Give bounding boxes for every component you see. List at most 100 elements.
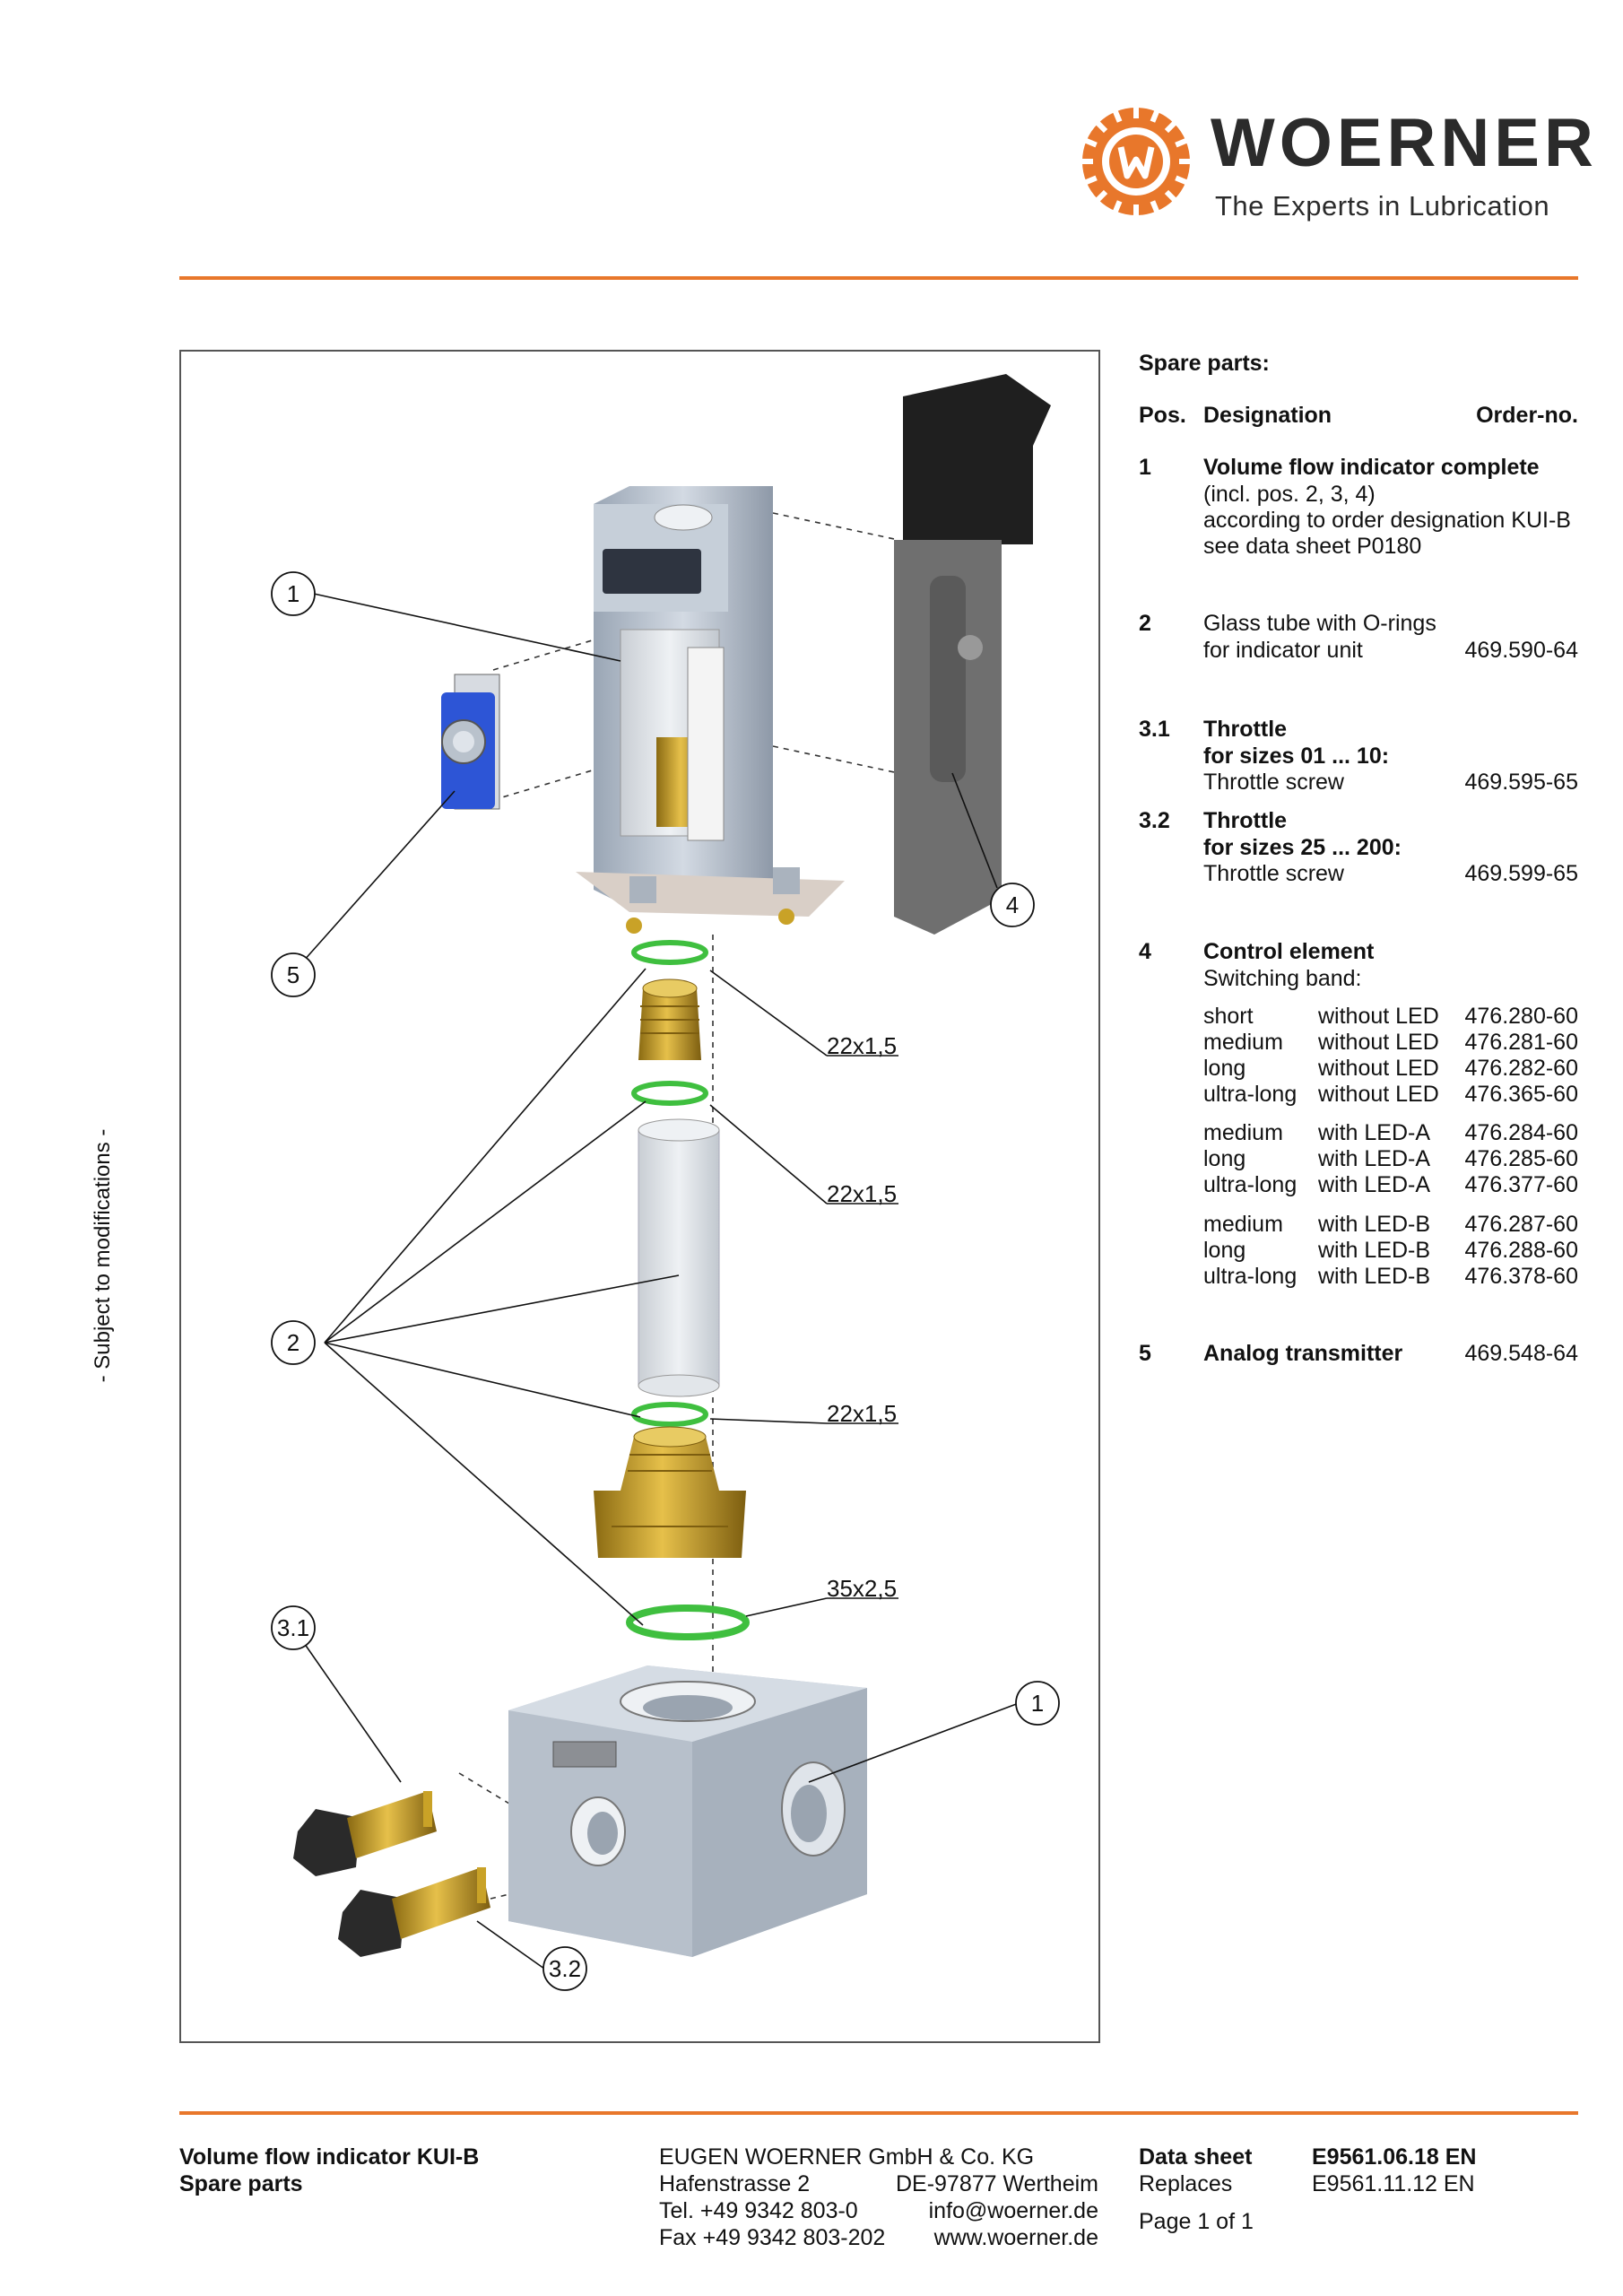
band-order-no: 476.378-60: [1464, 1264, 1578, 1289]
item-pos: 2: [1139, 611, 1151, 636]
band-led: with LED-A: [1318, 1172, 1431, 1197]
footer-product: Volume flow indicator KUI-B: [179, 2144, 480, 2170]
woerner-logo: WOERNER The Experts in Lubrication: [1081, 100, 1593, 235]
callout-3-1: [271, 1605, 316, 1650]
footer-sheet-number: E9561.06.18 EN: [1312, 2144, 1477, 2170]
glass-tube-part: [638, 1118, 720, 1397]
band-order-no: 476.280-60: [1464, 1004, 1578, 1029]
o-ring-1: [631, 940, 708, 965]
large-fitting-part: [594, 1426, 746, 1558]
item-title: Throttle: [1203, 717, 1288, 742]
callout-5: [271, 952, 316, 997]
callout-2: [271, 1320, 316, 1365]
footer-city: DE-97877 Wertheim: [895, 2171, 1098, 2196]
item-title: Analog transmitter: [1203, 1341, 1403, 1366]
item-title: Throttle: [1203, 808, 1288, 833]
header-designation: Designation: [1203, 403, 1332, 428]
band-order-no: 476.287-60: [1464, 1212, 1578, 1237]
band-led: with LED-B: [1318, 1264, 1431, 1289]
band-size: short: [1203, 1004, 1254, 1029]
item-pos: 5: [1139, 1341, 1151, 1366]
band-size: ultra-long: [1203, 1172, 1298, 1197]
callout-label: 1: [287, 580, 299, 607]
footer-product-subtitle: Spare parts: [179, 2171, 303, 2196]
item-subtitle: for sizes 01 ... 10:: [1203, 744, 1390, 769]
band-size: ultra-long: [1203, 1082, 1298, 1107]
band-led: with LED-A: [1318, 1120, 1431, 1145]
small-fitting-part: [638, 978, 701, 1060]
item-pos: 3.1: [1139, 717, 1170, 742]
analog-transmitter-part: [441, 674, 500, 810]
band-size: ultra-long: [1203, 1264, 1298, 1289]
footer-street: Hafenstrasse 2: [659, 2171, 811, 2196]
footer-page-number: Page 1 of 1: [1139, 2209, 1254, 2234]
footer-website[interactable]: www.woerner.de: [933, 2225, 1098, 2250]
band-led: with LED-A: [1318, 1146, 1431, 1171]
throttle-3-2-part: [338, 1867, 490, 1957]
oring-size-label: 22x1,5: [827, 1180, 897, 1207]
brand-name: WOERNER: [1211, 105, 1598, 181]
callout-label: 3.2: [549, 1955, 581, 1982]
item-title: Volume flow indicator complete: [1203, 455, 1540, 480]
callout-label: 3.1: [277, 1614, 309, 1641]
band-order-no: 476.282-60: [1464, 1056, 1578, 1081]
band-size: long: [1203, 1238, 1246, 1263]
band-order-no: 476.284-60: [1464, 1120, 1578, 1145]
band-led: without LED: [1318, 1030, 1439, 1055]
band-size: medium: [1203, 1212, 1283, 1237]
band-size: medium: [1203, 1120, 1283, 1145]
callout-label: 1: [1031, 1690, 1044, 1717]
o-ring-3: [631, 1402, 708, 1427]
spare-parts-title: Spare parts:: [1139, 351, 1270, 376]
item-line: according to order designation KUI-B: [1203, 508, 1571, 533]
item-pos: 1: [1139, 455, 1151, 480]
side-note-text: - Subject to modifications -: [91, 1128, 115, 1383]
band-order-no: 476.377-60: [1464, 1172, 1578, 1197]
item-line: Throttle screw: [1203, 861, 1344, 886]
item-line: Glass tube with O-rings: [1203, 611, 1436, 636]
footer-company: EUGEN WOERNER GmbH & Co. KG: [659, 2144, 1035, 2170]
item-order-no: 469.590-64: [1464, 638, 1578, 663]
footer-replaces-number: E9561.11.12 EN: [1312, 2171, 1475, 2196]
o-ring-2: [631, 1081, 708, 1106]
header-rule: [179, 276, 1578, 280]
band-order-no: 476.285-60: [1464, 1146, 1578, 1171]
band-led: without LED: [1318, 1082, 1439, 1107]
footer-fax: Fax +49 9342 803-202: [659, 2225, 886, 2250]
band-size: long: [1203, 1056, 1246, 1081]
footer-rule: [179, 2111, 1578, 2115]
item-line: for indicator unit: [1203, 638, 1363, 663]
header-order-no: Order-no.: [1476, 403, 1578, 428]
sun-gear-logo-icon: [1081, 106, 1192, 217]
base-block-part: [508, 1665, 867, 1957]
item-title: Control element: [1203, 939, 1375, 964]
footer-tel: Tel. +49 9342 803-0: [659, 2198, 858, 2223]
o-ring-4: [626, 1605, 750, 1640]
band-led: without LED: [1318, 1056, 1439, 1081]
band-order-no: 476.365-60: [1464, 1082, 1578, 1107]
item-line: Throttle screw: [1203, 770, 1344, 795]
throttle-3-1-part: [293, 1791, 437, 1876]
band-led: with LED-B: [1318, 1238, 1431, 1263]
item-line: see data sheet P0180: [1203, 534, 1422, 559]
callout-label: 5: [287, 961, 299, 988]
oring-size-label: 22x1,5: [827, 1032, 897, 1059]
indicator-housing-part: [576, 486, 845, 934]
band-led: without LED: [1318, 1004, 1439, 1029]
band-order-no: 476.281-60: [1464, 1030, 1578, 1055]
callout-label: 4: [1006, 891, 1019, 918]
exploded-drawing: 1 5 2 4 3.1 1 3.2 22x1,5 22x1,5 22x1,5 3…: [179, 350, 1100, 2043]
oring-size-label: 35x2,5: [827, 1575, 897, 1602]
callout-1-top: [271, 571, 316, 616]
band-led: with LED-B: [1318, 1212, 1431, 1237]
band-size: long: [1203, 1146, 1246, 1171]
item-order-no: 469.595-65: [1464, 770, 1578, 795]
item-subtitle: for sizes 25 ... 200:: [1203, 835, 1402, 860]
oring-size-label: 22x1,5: [827, 1400, 897, 1427]
item-pos: 3.2: [1139, 808, 1170, 833]
band-size: medium: [1203, 1030, 1283, 1055]
brand-tagline: The Experts in Lubrication: [1215, 190, 1550, 222]
item-line: (incl. pos. 2, 3, 4): [1203, 482, 1376, 507]
footer-email[interactable]: info@woerner.de: [928, 2198, 1098, 2223]
item-order-no: 469.599-65: [1464, 861, 1578, 886]
